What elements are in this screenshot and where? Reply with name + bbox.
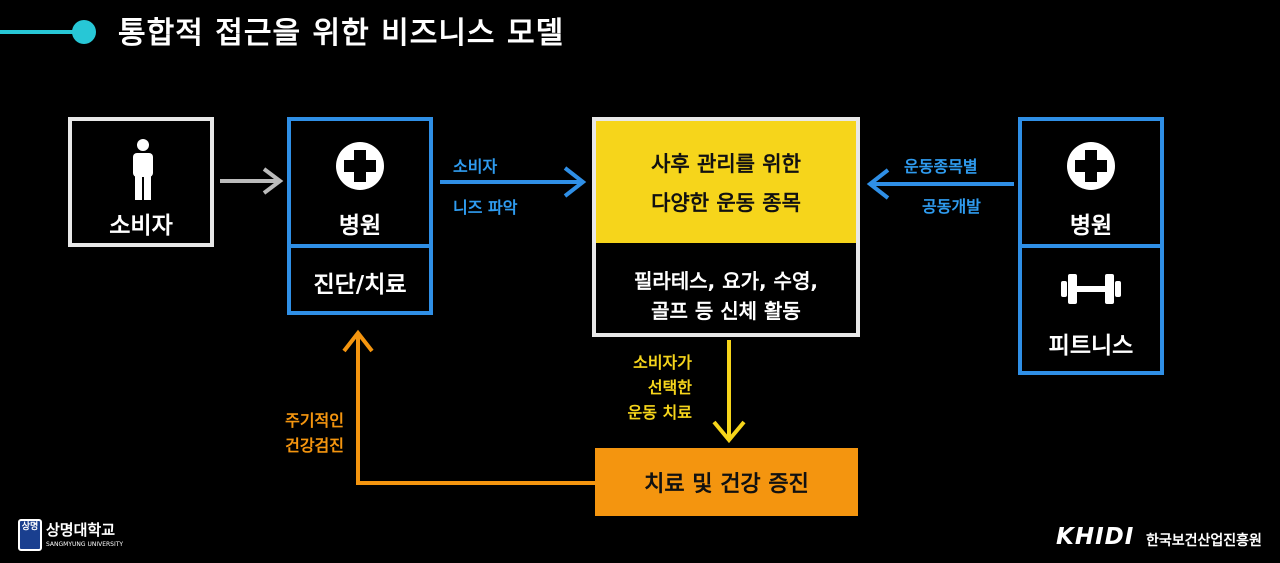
- khidi-sub: 한국보건산업진흥원: [1146, 533, 1262, 549]
- checkup-label-1: 주기적인: [285, 411, 344, 430]
- choice-label-3: 운동 치료: [627, 403, 692, 422]
- fitness-label: 피트니스: [1048, 333, 1134, 359]
- checkup-label-2: 건강검진: [285, 436, 344, 455]
- sangmyung-emblem: 상명: [18, 519, 42, 551]
- medical-cross-icon: [1067, 142, 1115, 190]
- khidi-logo: KHIDI: [1056, 524, 1135, 550]
- needs-label-1: 소비자: [453, 157, 498, 176]
- hospital-left-divider: [291, 244, 429, 248]
- needs-label-2: 니즈 파악: [453, 198, 518, 217]
- choice-label-2: 선택한: [647, 378, 692, 397]
- needs-arrow: [440, 166, 587, 198]
- result-label: 치료 및 건강 증진: [644, 472, 809, 497]
- right-column-divider: [1022, 244, 1160, 248]
- right-column-box: 병원 피트니스: [1018, 117, 1164, 375]
- consumer-box: 소비자: [68, 117, 214, 247]
- activities-line1: 필라테스, 요가, 수영,: [634, 269, 818, 293]
- dev-arrow: [866, 168, 1014, 200]
- center-box: 사후 관리를 위한 다양한 운동 종목 필라테스, 요가, 수영, 골프 등 신…: [592, 117, 860, 337]
- consumer-label: 소비자: [109, 213, 173, 239]
- exercise-types-header: 사후 관리를 위한 다양한 운동 종목: [596, 121, 856, 243]
- dumbbell-icon: [1061, 274, 1121, 304]
- diagnosis-treatment-label: 진단/치료: [313, 272, 407, 298]
- exercise-types-line2: 다양한 운동 종목: [651, 191, 801, 215]
- sangmyung-logo: 상명 상명대학교 SANGMYUNG UNIVERSITY: [18, 517, 124, 555]
- consumer-to-hospital-arrow: [220, 167, 284, 195]
- dev-label-2: 공동개발: [922, 197, 981, 216]
- dev-label-1: 운동종목별: [904, 157, 978, 176]
- exercise-types-line1: 사후 관리를 위한: [651, 152, 801, 176]
- hospital-left-box: 병원 진단/치료: [287, 117, 433, 315]
- activities-line2: 골프 등 신체 활동: [651, 299, 801, 323]
- choice-arrow: [712, 340, 746, 444]
- checkup-arrow: [342, 329, 595, 485]
- result-box: 치료 및 건강 증진: [595, 448, 858, 516]
- title-bullet: [0, 20, 96, 44]
- sangmyung-emblem-text: 상명: [21, 522, 39, 532]
- person-icon: [133, 139, 153, 200]
- sangmyung-name: 상명대학교: [46, 521, 116, 539]
- choice-label-1: 소비자가: [633, 353, 692, 372]
- medical-cross-icon: [336, 142, 384, 190]
- hospital-left-label: 병원: [338, 213, 382, 239]
- hospital-right-label: 병원: [1069, 213, 1113, 239]
- page-title: 통합적 접근을 위한 비즈니스 모델: [118, 16, 565, 51]
- sangmyung-sub: SANGMYUNG UNIVERSITY: [46, 541, 124, 548]
